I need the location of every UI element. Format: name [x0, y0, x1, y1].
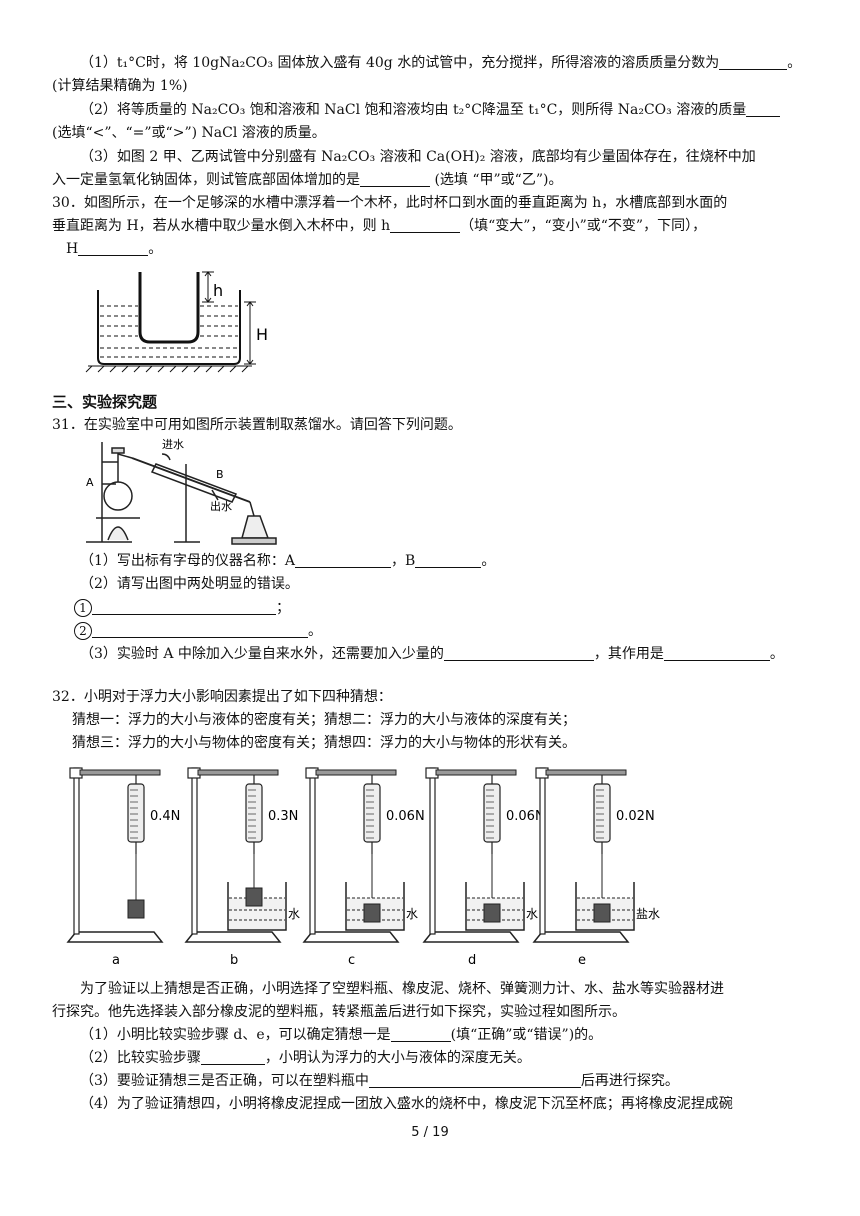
spring-scale	[363, 783, 381, 843]
answer-blank[interactable]	[200, 1048, 265, 1065]
answer-blank-B[interactable]	[415, 551, 482, 568]
q32-3: （3）要验证猜想三是否正确，可以在塑料瓶中后再进行探究。	[80, 1071, 679, 1089]
answer-blank[interactable]	[746, 100, 781, 117]
h-label: h	[213, 281, 223, 300]
q30-line1: 30．如图所示，在一个足够深的水槽中漂浮着一个木杯，此时杯口到水面的垂直距离为 …	[52, 195, 728, 211]
spring-scale	[245, 783, 263, 843]
force-reading: 0.06N	[386, 809, 425, 824]
q29-1-line2: (计算结果精确为 1%)	[52, 78, 188, 94]
q31-2-error2: 2。	[74, 620, 322, 642]
stand-base	[66, 931, 164, 943]
q29-1-line1: （1）t₁°C时，将 10gNa₂CO₃ 固体放入盛有 40g 水的试管中，充分…	[80, 53, 802, 71]
distillation-apparatus-figure: A B 进水 出水	[86, 438, 277, 545]
out-water-label: 出水	[210, 499, 232, 513]
answer-blank[interactable]	[360, 170, 430, 187]
q29-2-line2: (选填“<”、“=”或“>”) NaCl 溶液的质量。	[52, 125, 326, 141]
answer-blank[interactable]	[443, 644, 594, 661]
q31-2: （2）请写出图中两处明显的错误。	[80, 576, 299, 592]
force-reading: 0.3N	[268, 809, 298, 824]
beaker	[465, 882, 525, 931]
rubber-object	[363, 903, 381, 923]
rubber-object	[245, 887, 263, 907]
spring-scale	[483, 783, 501, 843]
liquid-label: 盐水	[636, 907, 660, 921]
wooden-cup	[138, 272, 200, 344]
answer-blank[interactable]	[92, 621, 308, 638]
spring-scale	[127, 783, 145, 843]
page-number: 5 / 19	[411, 1125, 449, 1140]
stand-pole	[539, 767, 546, 935]
water-lines	[100, 305, 238, 358]
step-label: c	[348, 953, 355, 968]
rubber-object	[483, 903, 501, 923]
force-reading: 0.02N	[616, 809, 655, 824]
answer-blank[interactable]	[719, 53, 788, 70]
stand-pole	[429, 767, 436, 935]
stand-arm	[315, 769, 397, 776]
q31-1: （1）写出标有字母的仪器名称：A，B。	[80, 551, 496, 569]
q30-line3: H。	[66, 239, 163, 257]
liquid-label: 水	[288, 907, 300, 921]
liquid-label: 水	[406, 907, 418, 921]
beaker	[345, 882, 405, 931]
step-label: a	[112, 953, 120, 968]
stand-base	[184, 931, 282, 943]
stand-base	[422, 931, 520, 943]
label-A: A	[86, 476, 94, 489]
tank-outline	[97, 290, 241, 365]
beaker	[575, 882, 635, 931]
label-B: B	[216, 468, 224, 481]
q29-2-line1: （2）将等质量的 Na₂CO₃ 饱和溶液和 NaCl 饱和溶液均由 t₂°C降温…	[80, 99, 781, 121]
stand-base	[302, 931, 400, 943]
q30-line2: 垂直距离为 H，若从水槽中取少量水倒入木杯中，则 h（填“变大”，“变小”或“不…	[52, 216, 707, 234]
answer-blank[interactable]	[78, 239, 149, 256]
q32-stem: 32．小明对于浮力大小影响因素提出了如下四种猜想：	[52, 689, 392, 705]
step-label: b	[230, 953, 238, 968]
H-label: H	[256, 325, 268, 344]
water-tank-figure: h H	[85, 271, 268, 373]
in-water-label: 进水	[162, 438, 184, 451]
q31-3: （3）实验时 A 中除加入少量自来水外，还需要加入少量的，其作用是。	[80, 644, 784, 662]
force-reading: 0.4N	[150, 809, 180, 824]
q32-4: （4）为了验证猜想四，小明将橡皮泥捏成一团放入盛水的烧杯中，橡皮泥下沉至杯底；再…	[80, 1096, 733, 1112]
beaker	[227, 882, 287, 931]
guess-3-4: 猜想三：浮力的大小与物体的密度有关；猜想四：浮力的大小与物体的形状有关。	[72, 735, 576, 751]
stand-pole	[309, 767, 316, 935]
q29-3-line1: （3）如图 2 甲、乙两试管中分别盛有 Na₂CO₃ 溶液和 Ca(OH)₂ 溶…	[80, 149, 756, 165]
answer-blank-A[interactable]	[295, 551, 392, 568]
rubber-object	[593, 903, 611, 923]
conical-flask	[241, 515, 270, 539]
stand-arm	[435, 769, 517, 776]
answer-blank[interactable]	[92, 598, 276, 615]
force-reading: 0.06N	[506, 809, 545, 824]
q31-stem: 31．在实验室中可用如图所示装置制取蒸馏水。请回答下列问题。	[52, 417, 462, 433]
answer-blank[interactable]	[368, 1071, 581, 1088]
step-label: e	[578, 953, 586, 968]
stand-pole	[191, 767, 198, 935]
q31-2-error1: 1；	[74, 597, 290, 619]
condenser-B	[150, 463, 238, 503]
answer-blank[interactable]	[390, 216, 461, 233]
buoyancy-experiment-figure: 0.4N a 0.3N 水 b 0.06N 水 c 0.06N 水 d 0.02N 盐水 e	[66, 767, 660, 968]
answer-blank[interactable]	[390, 1025, 451, 1042]
q32-2: （2）比较实验步骤，小明认为浮力的大小与液体的深度无关。	[80, 1048, 531, 1066]
q32-para-line1: 为了验证以上猜想是否正确，小明选择了空塑料瓶、橡皮泥、烧杯、弹簧测力计、水、盐水…	[80, 981, 724, 997]
flask-A	[103, 481, 133, 511]
guess-1-2: 猜想一：浮力的大小与液体的密度有关；猜想二：浮力的大小与液体的深度有关；	[72, 712, 576, 728]
rubber-object	[127, 899, 145, 919]
stand-arm	[197, 769, 279, 776]
q32-1: （1）小明比较实验步骤 d、e，可以确定猜想一是(填“正确”或“错误”)的。	[80, 1025, 603, 1043]
stand-pole	[73, 767, 80, 935]
liquid-label: 水	[526, 907, 538, 921]
stand-arm	[545, 769, 627, 776]
section-title: 三、实验探究题	[52, 393, 158, 411]
stand-base	[532, 931, 630, 943]
answer-blank[interactable]	[663, 644, 770, 661]
q32-para-line2: 行探究。他先选择装入部分橡皮泥的塑料瓶，转紧瓶盖后进行如下探究，实验过程如图所示…	[52, 1004, 626, 1020]
spring-scale	[593, 783, 611, 843]
q29-3-line2: 入一定量氢氧化钠固体，则试管底部固体增加的是 (选填 “甲”或“乙”)。	[52, 170, 563, 188]
step-label: d	[468, 953, 476, 968]
stand-arm	[79, 769, 161, 776]
